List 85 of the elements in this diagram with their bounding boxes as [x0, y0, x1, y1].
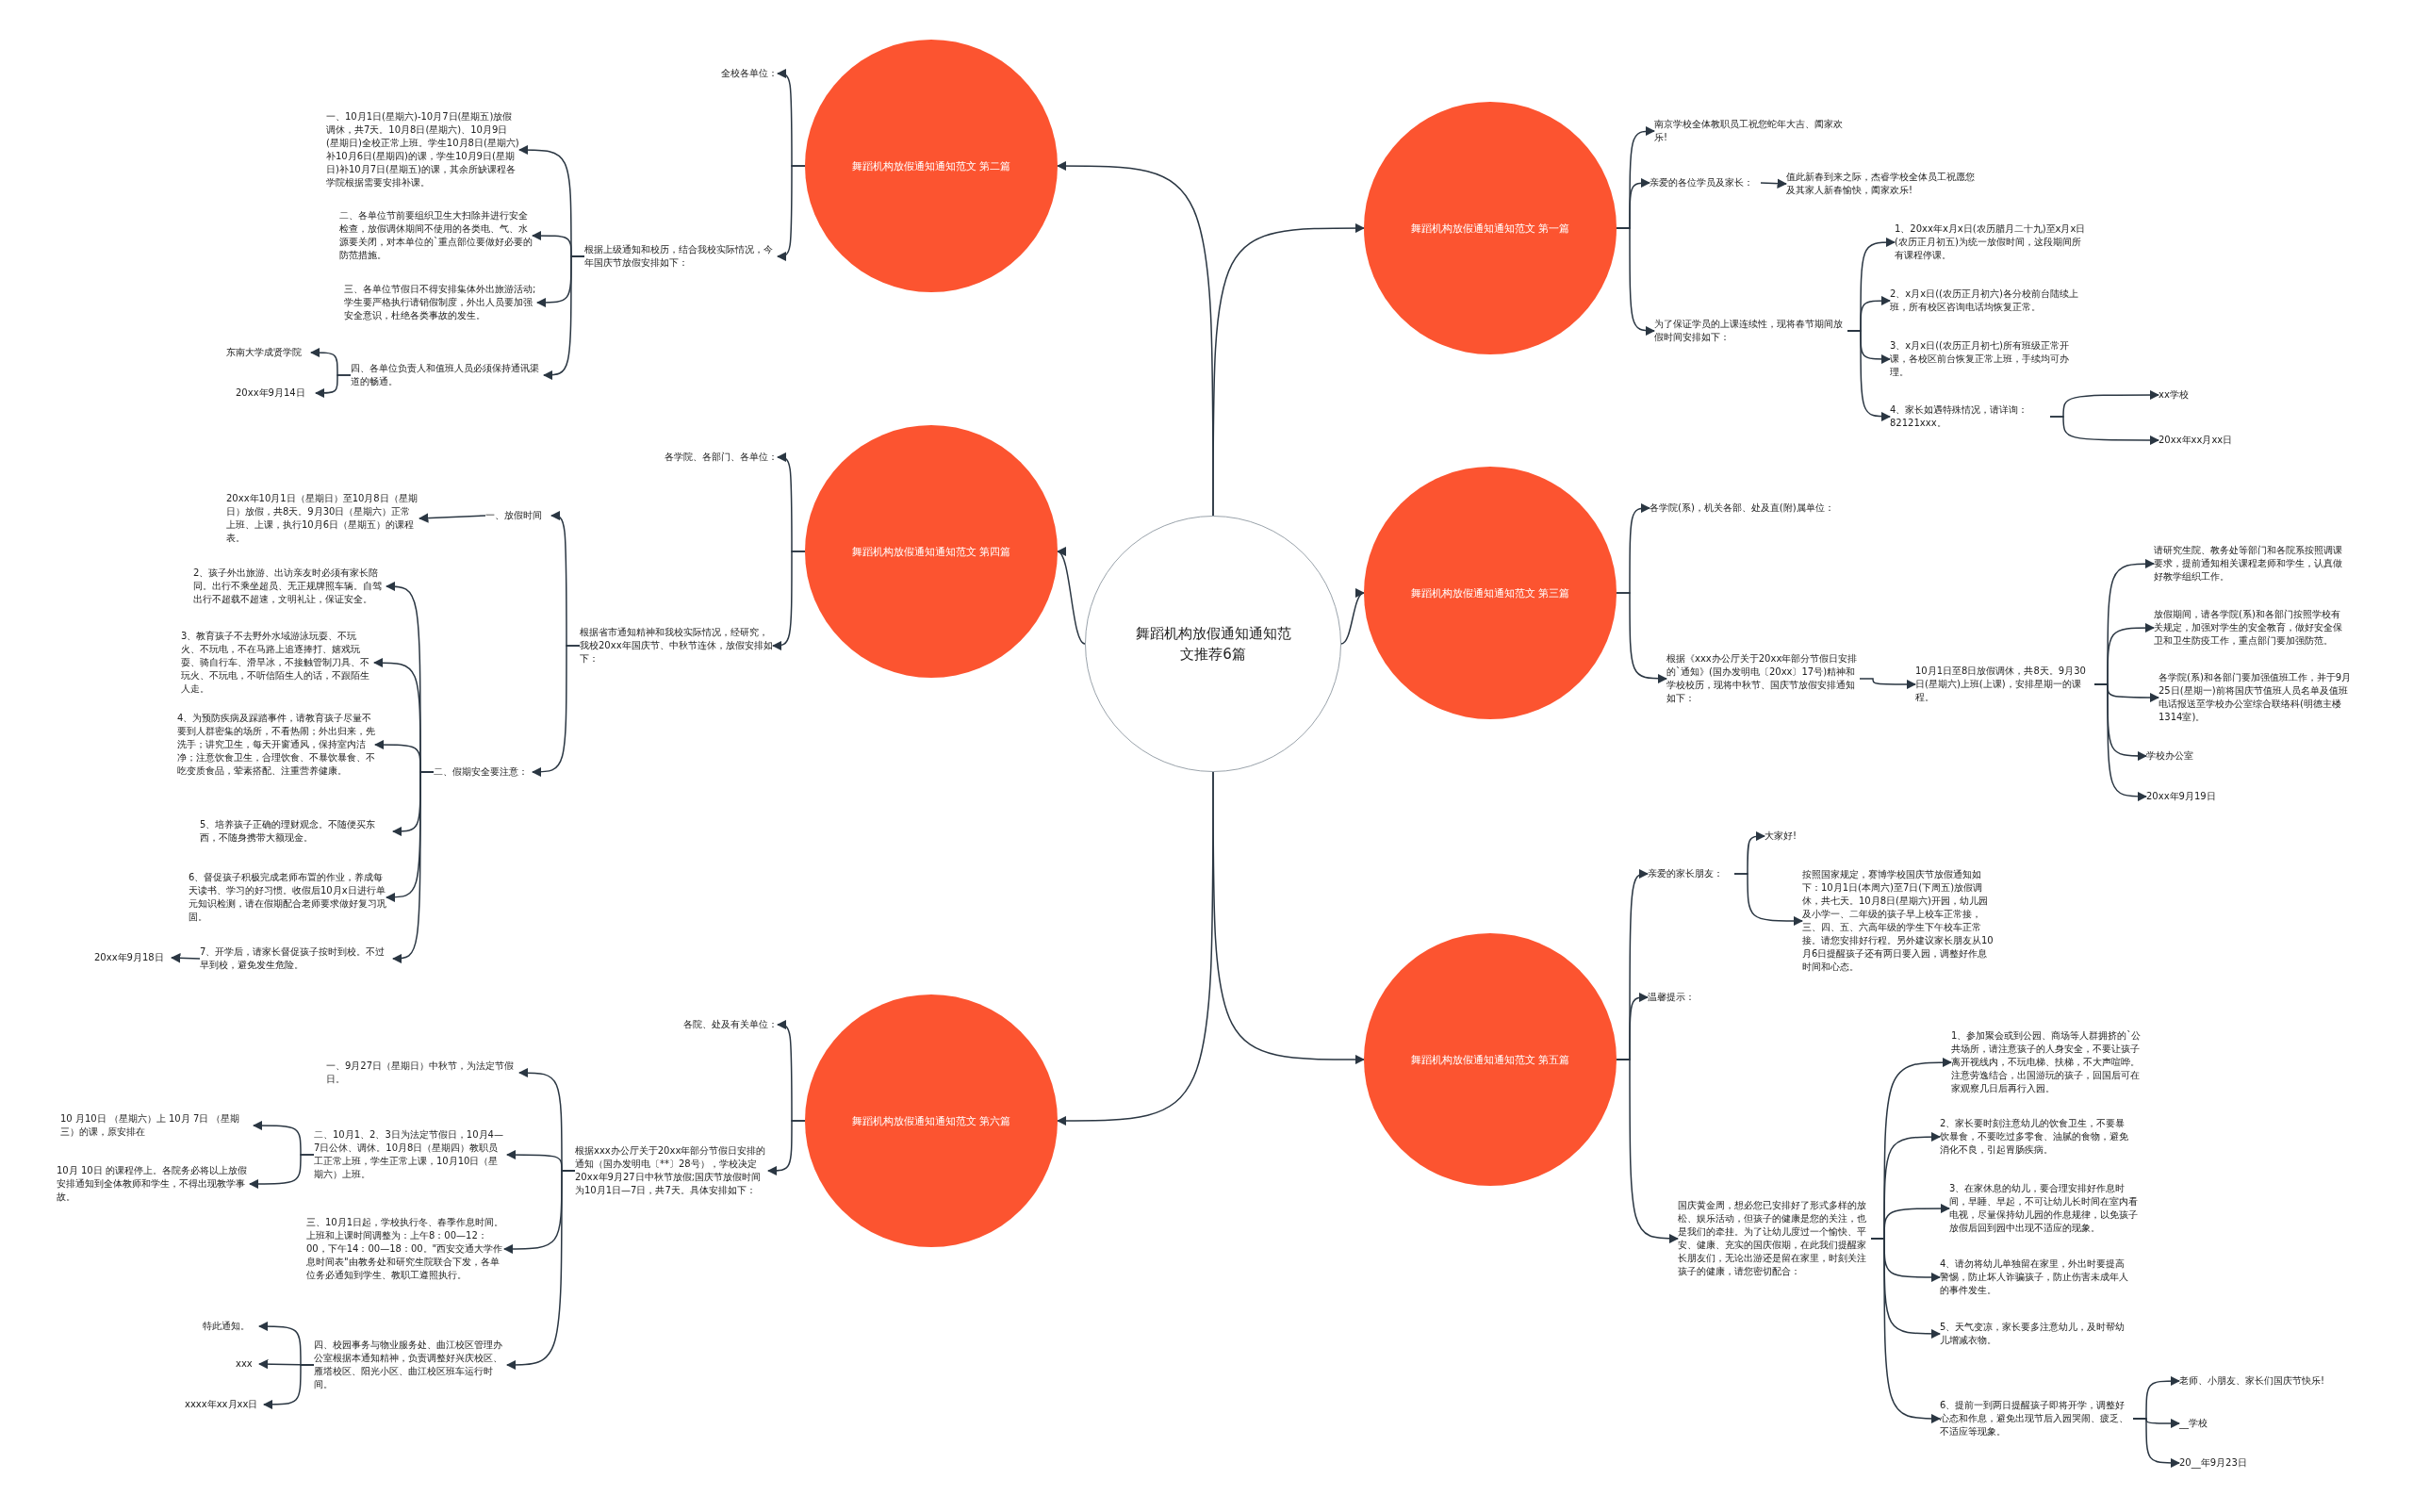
- note-text: 四、校园事务与物业服务处、曲江校区管理办公室根据本通知精神，负责调整好兴庆校区、雁塔校区、阳光小区、曲江校区班车运行时间。: [314, 1339, 507, 1391]
- note-text: 2、x月x日((农历正月初六)各分校前台陆续上班，所有校区咨询电话均恢复正常。: [1890, 288, 2083, 314]
- connector-arrow: [2049, 416, 2160, 446]
- connector-arrow: [1212, 222, 1366, 517]
- connector-arrow: [776, 165, 806, 262]
- note-text: 为了保证学员的上课连续性，现将春节期间放假时间安排如下：: [1654, 318, 1847, 344]
- note-text: 1、20xx年x月x日(农历腊月二十九)至x月x日(农历正月初五)为统一放假时间，这段期间所有课程停课。: [1895, 222, 2088, 262]
- note-text: 根据《xxx办公厅关于20xx年部分节假日安排的`通知》(国办发明电〔20xx〕17号)精神和学校校历，现将中秋节、国庆节放假安排通知如下：: [1666, 652, 1860, 705]
- note-text: 4、家长如遇特殊情况，请详询：82121xxx。: [1890, 403, 2050, 430]
- note-text: 各院、处及有关单位：: [674, 1018, 778, 1031]
- note-text: 20xx年xx月xx日: [2159, 434, 2238, 447]
- note-text: 10 月10日 （星期六）上 10月 7日 （星期三）的课，原安排在: [60, 1112, 254, 1139]
- note-text: 一、放假时间: [485, 509, 551, 522]
- connector-arrow: [248, 1154, 315, 1190]
- note-text: 一、9月27日（星期日）中秋节，为法定节假日。: [326, 1060, 519, 1086]
- note-text: 值此新春到来之际，杰睿学校全体员工祝愿您及其家人新春愉快，阖家欢乐!: [1786, 171, 1979, 197]
- note-text: 二、假期安全要注意：: [434, 765, 533, 779]
- note-text: xx学校: [2159, 388, 2206, 402]
- note-text: 6、督促孩子积极完成老师布置的作业，养成每天读书、学习的好习惯。收假后10月x日进行单元知识检测，请在假期配合老师要求做好复习巩固。: [189, 871, 386, 924]
- note-text: 2、家长要时刻注意幼儿的饮食卫生，不要暴饮暴食，不要吃过多零食、油腻的食物，避免消化不良，引起胃肠疾病。: [1940, 1117, 2133, 1157]
- note-text: 4、为预防疾病及踩踏事件，请教育孩子尽量不要到人群密集的场所，不看热闹；外出归来，先洗手；讲究卫生，每天开窗通风，保持室内洁净；注意饮食卫生，合理饮食、不暴饮暴食、不吃变质食品，荤素搭配、注重营养健康。: [177, 712, 375, 778]
- note-text: 4、请勿将幼儿单独留在家里，外出时要提高警惕，防止坏人诈骗孩子，防止伤害未成年人的事件发生。: [1940, 1257, 2133, 1297]
- note-text: 3、教育孩子不去野外水域游泳玩耍、不玩火、不玩电，不在马路上追逐捧打、嬉戏玩耍、骑自行车、滑旱冰，不接触管制刀具、不玩火、不玩电，不听信陌生人的话，不跟陌生人走。: [181, 630, 374, 696]
- note-text: 温馨提示：: [1648, 991, 1704, 1004]
- note-text: 国庆黄金周，想必您已安排好了形式多样的放松、娱乐活动，但孩子的健康是您的关注，也是我们的牵挂。为了让幼儿度过一个愉快、平安、健康、充实的国庆假期，在此我们提醒家长朋友们，无论出游还是留在家里，时刻关注孩子的健康，请您密切配合：: [1678, 1199, 1871, 1278]
- note-text: 老师、小朋友、家长们国庆节快乐!: [2179, 1374, 2341, 1388]
- connector-arrow: [771, 551, 806, 651]
- note-text: 亲爱的各位学员及家长：: [1650, 176, 1761, 189]
- note-text: 三、各单位节假日不得安排集体外出旅游活动;学生要严格执行请销假制度，外出人员要加强安全意识，杜绝各类事故的发生。: [344, 283, 537, 322]
- note-text: 请研究生院、教务处等部门和各院系按照调课要求，提前通知相关课程老师和学生，认真做好教学组织工作。: [2154, 544, 2347, 583]
- note-text: 学校办公室: [2146, 749, 2212, 763]
- note-text: 二、10月1、2、3日为法定节假日，10月4—7日公休、调休。10月8日（星期四）教职员工正常上班，学生正常上课，10月10日（星期六）上班。: [314, 1128, 507, 1181]
- connector-arrow: [262, 1364, 315, 1410]
- note-text: 南京学校全体教职员工祝您蛇年大吉、阖家欢乐!: [1654, 118, 1847, 144]
- connector-arrow: [314, 374, 352, 399]
- note-text: 10月 10日 的课程停上。各院务必将以上放假安排通知到全体教师和学生，不得出现教学事故。: [57, 1164, 250, 1204]
- note-text: 7、开学后，请家长督促孩子按时到校。不过早到校，避免发生危险。: [200, 945, 393, 972]
- note-text: 四、各单位负责人和值班人员必须保持通讯渠道的畅通。: [351, 362, 544, 388]
- note-text: 6、提前一到两日提醒孩子即将开学，调整好心态和作息，避免出现节后入园哭闹、疲乏、不适应等现象。: [1940, 1399, 2133, 1438]
- connector-arrow: [1616, 227, 1656, 337]
- note-text: 20__年9月23日: [2179, 1456, 2258, 1470]
- note-text: 根据xxx办公厅关于20xx年部分节假日安排的通知（国办发明电〔**〕28号），学校决定20xx年9月27日中秋节放假;国庆节放假时间为10月1日—7日，共7天。具体安排如下：: [575, 1144, 768, 1197]
- connector-arrow: [170, 953, 201, 963]
- connector-arrow: [2132, 1418, 2181, 1469]
- connector-arrow: [418, 513, 486, 523]
- connector-arrow: [1847, 330, 1892, 422]
- connector-arrow: [1212, 771, 1366, 1065]
- note-text: 全校各单位：: [693, 67, 778, 80]
- note-text: 特此通知。: [203, 1320, 259, 1333]
- connector-arrow: [1859, 678, 1917, 690]
- note-text: 各学院、各部门、各单位：: [655, 451, 778, 464]
- note-text: 3、x月x日((农历正月初七)所有班级正常开课，各校区前台恢复正常上班，手续均可办理。: [1890, 339, 2083, 379]
- connector-arrow: [1616, 1059, 1680, 1244]
- note-text: 20xx年9月14日: [236, 386, 316, 400]
- note-text: 20xx年9月19日: [2146, 790, 2225, 803]
- note-text: 放假期间，请各学院(系)和各部门按照学校有关规定，加强对学生的安全教育，做好安全保卫和卫生防疫工作，重点部门要加强防范。: [2154, 608, 2347, 648]
- note-text: 二、各单位节前要组织卫生大扫除并进行安全检查，放假调休期间不使用的各类电、气、水源要关闭，对本单位的`重点部位要做好必要的防范措施。: [339, 209, 533, 262]
- note-text: 一、10月1日(星期六)-10月7日(星期五)放假调休，共7天。10月8日(星期六)、10月9日(星期日)全校正常上班。学生10月8日(星期六)补10月6日(星期四)的课，学生10月9日(星期日)补10月7日(星期五)的课，其余所缺课程各学院根据需要安排补课。: [326, 110, 519, 189]
- note-text: xxxx年xx月xx日: [185, 1398, 264, 1411]
- note-text: 亲爱的家长朋友：: [1648, 867, 1734, 880]
- note-text: 各学院(系)和各部门要加强值班工作，并于9月25日(星期一)前将国庆节值班人员名单及值班电话报送至学校办公室综合联络科(明德主楼1314室)。: [2159, 671, 2352, 724]
- note-text: 东南大学成贤学院: [226, 346, 311, 359]
- note-text: 2、孩子外出旅游、出访亲友时必须有家长陪同。出行不乘坐超员、无正规牌照车辆。自驾出行不超载不超速，文明礼让，保证安全。: [193, 567, 386, 606]
- connector-arrow: [1616, 592, 1668, 684]
- note-text: 按照国家规定，赛博学校国庆节放假通知如下：10月1日(本周六)至7日(下周五)放假调休，共七天。10月8日(星期六)开园，幼儿园及小学一、二年级的孩子早上校车正常接，三、四、五、六高年级的学生下午校车正常接。请您安排好行程。另外建议家长朋友从10月6日提醒孩子还有两日要入园，调整好作息时间和心态。: [1802, 868, 1995, 974]
- note-text: 10月1日至8日放假调休，共8天。9月30日(星期六)上班(上课)，安排星期一的课程。: [1915, 665, 2094, 704]
- connector-arrow: [1760, 178, 1788, 189]
- note-text: __学校: [2179, 1417, 2231, 1430]
- note-text: 1、参加聚会或到公园、商场等人群拥挤的`公共场所，请注意孩子的人身安全，不要让孩子离开视线内，不玩电梯、扶梯，不大声喧哗。注意劳逸结合，出国游玩的孩子，回国后可在家观察几日后再行入园。: [1951, 1029, 2144, 1095]
- note-text: 5、天气变凉，家长要多注意幼儿，及时帮幼儿增减衣物。: [1940, 1321, 2133, 1347]
- note-text: 20xx年9月18日: [94, 951, 172, 964]
- connector-arrow: [505, 1170, 576, 1371]
- note-text: 5、培养孩子正确的理财观念。不随便买东西，不随身携带大额现金。: [200, 818, 393, 845]
- note-text: 三、10月1日起，学校执行冬、春季作息时间。上班和上课时间调整为：上午8：00—12：00，下午14：00—18：00。"西安交通大学作息时间表"由教务处和研究生院联合下发，各单位务必通知到学生、教职工遵照执行。: [306, 1216, 504, 1282]
- note-text: 大家好!: [1765, 830, 1812, 843]
- connector-arrow: [1340, 591, 1365, 645]
- note-text: 3、在家休息的幼儿，要合理安排好作息时间，早睡、早起，不可让幼儿长时间在室内看电视，尽量保持幼儿园的作息规律，以免孩子放假后回到园中出现不适应的现象。: [1949, 1182, 2142, 1235]
- note-text: 根据省市通知精神和我校实际情况，经研究，我校20xx年国庆节、中秋节连休，放假安排如下：: [580, 626, 773, 666]
- connector-arrow: [766, 1120, 806, 1176]
- connector-arrow: [531, 645, 581, 778]
- note-text: 20xx年10月1日（星期日）至10月8日（星期日）放假，共8天。9月30日（星期六）正常上班、上课，执行10月6日（星期五）的课程表。: [226, 492, 419, 545]
- note-text: 根据上级通知和校历，结合我校实际情况，今年国庆节放假安排如下：: [584, 243, 778, 270]
- note-text: xxx: [236, 1357, 259, 1371]
- connector-arrow: [1733, 873, 1804, 927]
- note-text: 各学院(系)，机关各部、处及直(附)属单位：: [1650, 501, 1847, 515]
